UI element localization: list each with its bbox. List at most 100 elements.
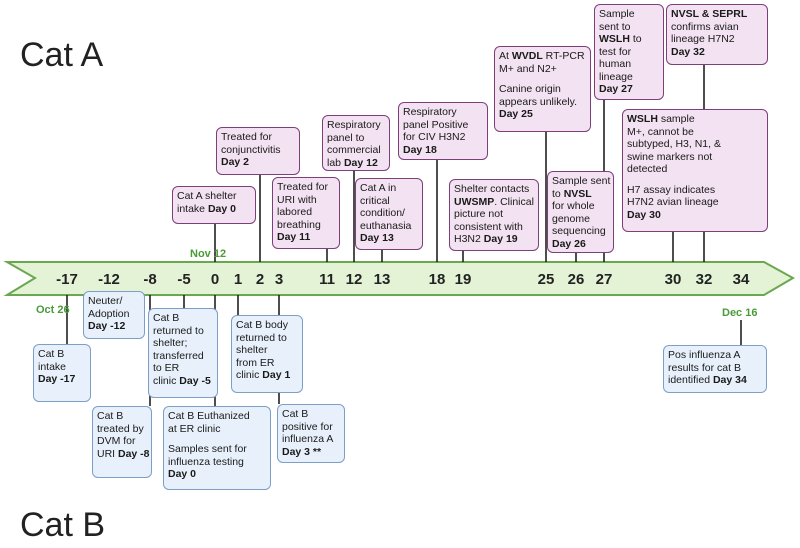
event-text-line: condition/ <box>360 207 418 220</box>
tick-label: -17 <box>56 271 78 288</box>
event-text: conjunctivitis <box>221 143 281 156</box>
event-text-bold: Day -17 <box>38 373 76 385</box>
event-text: Cat B <box>282 408 309 420</box>
event-text-bold: Day 25 <box>499 108 533 120</box>
event-text-line: lineage <box>599 71 659 84</box>
tick-label: 30 <box>665 271 682 288</box>
event-text: M+, cannot be <box>627 125 694 138</box>
event-text-line: human <box>599 58 659 71</box>
event-text-line: Cat A shelter <box>177 190 251 203</box>
date-label-dec-16: Dec 16 <box>722 307 758 319</box>
event-text: identified <box>668 374 713 386</box>
event-text-line: shelter <box>236 344 298 357</box>
event-text-bold: WVDL <box>511 50 543 62</box>
event-text: Cat B <box>38 348 65 360</box>
event-text: subtyped, H3, N1, & <box>627 138 721 150</box>
event-text-line: Day 32 <box>671 46 763 59</box>
event-text-line: genome <box>552 213 609 226</box>
event-text: Adoption <box>88 307 130 320</box>
event-text-line: clinic Day 1 <box>236 369 298 382</box>
tick-label: -8 <box>143 271 156 288</box>
line-gap <box>168 435 266 443</box>
event-text-bold: NVSL & SEPRL <box>671 8 748 20</box>
event-text: swine markers not <box>627 150 713 163</box>
event-text-bold: Day 27 <box>599 83 633 95</box>
event-text-line: breathing <box>277 219 335 232</box>
event-text-line: H7 assay indicates <box>627 184 763 197</box>
event-text-bold: Day 32 <box>671 45 705 58</box>
event-text: M+ and N2+ <box>499 62 557 75</box>
event-text-bold: Day 2 <box>221 156 250 168</box>
event-text: . Clinical <box>494 195 534 208</box>
event-text: panel to <box>327 131 365 144</box>
event-text-line: confirms avian <box>671 21 763 34</box>
line-gap <box>627 176 763 184</box>
event-text-line: detected <box>627 163 763 176</box>
event-text-line: Cat B body <box>236 319 298 332</box>
event-text-line: M+ and N2+ <box>499 63 586 76</box>
event-text-line: Shelter contacts <box>454 183 534 196</box>
event-text-bold: WSLH <box>627 113 658 125</box>
event-text: shelter <box>236 344 268 356</box>
event-text: to <box>552 187 564 200</box>
event-text-line: Cat A in <box>360 182 418 195</box>
event-text-bold: Day 19 <box>483 233 518 245</box>
event-text-line: Respiratory <box>327 119 385 132</box>
tick-label: 11 <box>319 271 335 288</box>
event-text-line: to ER <box>153 362 213 375</box>
tick-label: -5 <box>177 271 190 288</box>
event-text-bold: Day 30 <box>627 208 661 221</box>
event-text: to <box>629 33 642 45</box>
tick-label: 27 <box>596 271 613 288</box>
event-text-bold: Day 26 <box>552 237 586 250</box>
event-text: RT-PCR <box>542 50 585 62</box>
event-text-line: for CIV H3N2 <box>403 131 483 144</box>
event-text: Neuter/ <box>88 295 123 307</box>
event-text-line: labored <box>277 206 335 219</box>
event-text: panel Positive <box>403 118 469 131</box>
event-text-line: NVSL & SEPRL <box>671 8 763 21</box>
event-text: detected <box>627 163 668 175</box>
event-text-line: Day 13 <box>360 232 418 245</box>
tick-label: 32 <box>696 271 713 288</box>
event-text: appears unlikely. <box>499 95 578 108</box>
tick-label: 25 <box>538 271 555 288</box>
event-text-line: intake Day 0 <box>177 203 251 216</box>
event-text-line: Day -17 <box>38 373 86 386</box>
event-text-bold: NVSL <box>563 187 592 200</box>
event-text: for whole <box>552 200 595 212</box>
event-text-bold: Day 11 <box>277 231 311 243</box>
event-text-line: returned to <box>153 325 213 338</box>
event-text-line: intake <box>38 361 86 374</box>
tick-label: 18 <box>429 271 446 288</box>
event-text: transferred <box>153 349 204 362</box>
tick-label: -12 <box>98 271 120 288</box>
event-text-line: identified Day 34 <box>668 374 762 387</box>
event-text-bold: Day 12 <box>343 156 378 169</box>
event-text: URI with <box>277 193 317 206</box>
event-text-line: Cat B <box>153 312 213 325</box>
event-text-line: Samples sent for <box>168 443 266 456</box>
event-text-line: appears unlikely. <box>499 96 586 109</box>
event-text: euthanasia <box>360 219 412 232</box>
event-text: H7 assay indicates <box>627 183 716 196</box>
event-text-line: Day 0 <box>168 468 266 481</box>
event-text: influenza A <box>282 433 334 445</box>
event-text: URI <box>97 447 118 460</box>
event-text: clinic <box>236 369 263 381</box>
tick-label: 19 <box>455 271 472 288</box>
event-text-line: consistent with <box>454 221 534 234</box>
event-text-line: Day 3 ** <box>282 446 340 459</box>
event-text-line: lineage H7N2 <box>671 33 763 46</box>
event-text-line: Cat B Euthanized <box>168 410 266 423</box>
event-text-line: H3N2 Day 19 <box>454 233 534 246</box>
event-text-line: critical <box>360 195 418 208</box>
event-text-line: WSLH to <box>599 33 659 46</box>
